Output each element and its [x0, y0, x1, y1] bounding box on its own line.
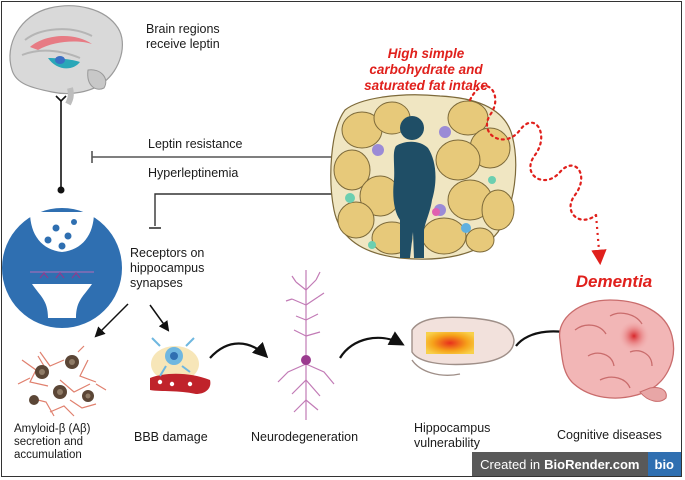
diet-label: High simple carbohydrate and saturated f…: [364, 46, 488, 93]
arrow-to-neurodegeneration: [209, 341, 269, 359]
receptors-label: Receptors on hippocampus synapses: [130, 246, 205, 290]
neurodegeneration-label: Neurodegeneration: [251, 430, 359, 444]
amyloid-plaque-icon: [17, 345, 107, 417]
cognitive-label: Cognitive diseases: [557, 428, 662, 442]
watermark-brand: BioRender.com: [544, 456, 640, 472]
neuron-icon: [277, 270, 335, 420]
bbb-damage-icon: [150, 337, 211, 394]
watermark-text: Created in BioRender.com: [472, 452, 648, 476]
dementia-label: Dementia: [575, 272, 653, 291]
hippocampus-icon: [411, 316, 515, 376]
brain-regions-label: Brain regions receive leptin: [146, 22, 220, 51]
synapse-icon: [2, 208, 122, 328]
amyloid-label: Amyloid-β (Aβ) secretion and accumulatio…: [14, 423, 91, 461]
brain-sagittal-icon: [9, 5, 123, 106]
arrow-to-amyloid: [94, 303, 129, 338]
biorender-watermark[interactable]: Created in BioRender.com bio: [472, 452, 681, 476]
wave-path: [468, 85, 598, 221]
adipose-tissue-icon: [330, 94, 517, 260]
arrow-to-hippocampus: [339, 331, 405, 359]
arrow-to-dementia: [591, 214, 607, 266]
receptor-connector: [55, 95, 67, 194]
hippocampus-label: Hippocampus vulnerability: [414, 421, 491, 450]
bbb-label: BBB damage: [134, 430, 208, 444]
hyperleptinemia-label: Hyperleptinemia: [148, 166, 239, 180]
inhibition-lines: [91, 151, 335, 229]
watermark-prefix: Created in: [480, 456, 541, 472]
leptin-resistance-label: Leptin resistance: [148, 137, 243, 151]
arrow-to-bbb: [149, 304, 170, 332]
biorender-logo-icon: bio: [647, 452, 681, 476]
cognitive-brain-icon: [558, 299, 675, 402]
